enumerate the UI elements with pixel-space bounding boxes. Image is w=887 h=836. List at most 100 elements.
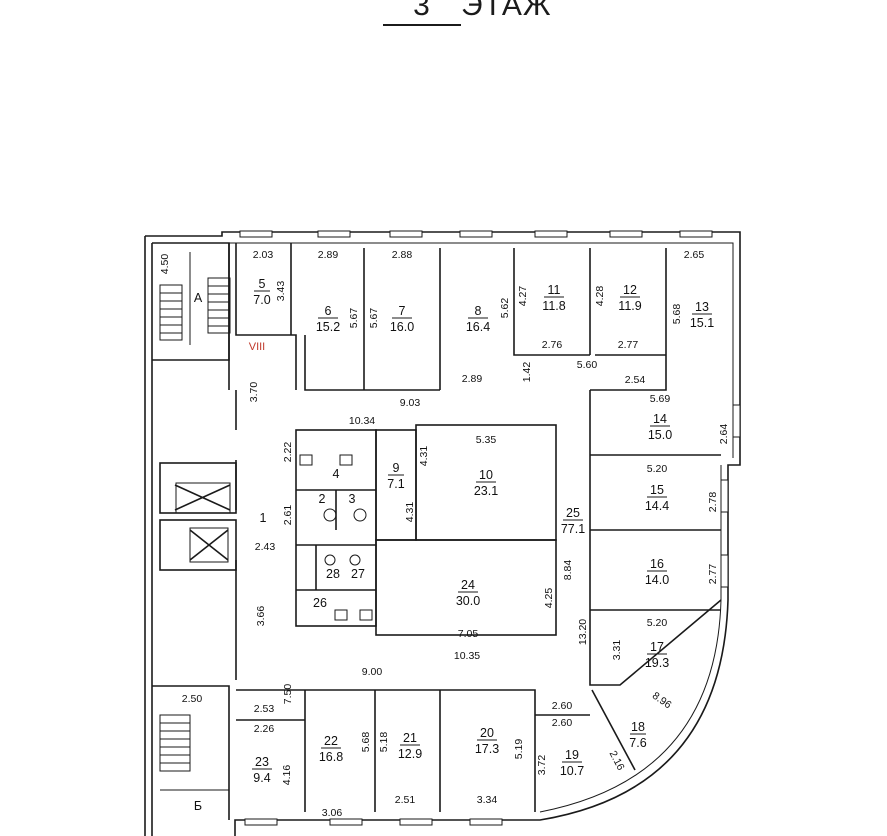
dim-label: 8.96: [650, 690, 674, 712]
room-8-number: 8: [475, 304, 482, 318]
dim-label: 2.89: [318, 249, 339, 261]
dim-label: 4.28: [594, 286, 606, 307]
dim-label: 2.65: [684, 249, 705, 261]
dim-label: 2.64: [718, 424, 730, 445]
room-8: 816.4: [466, 304, 490, 334]
floor-word: ЭТАЖ: [461, 0, 552, 22]
room-12-area: 11.9: [618, 299, 641, 313]
room-13: 13 15.1: [690, 300, 714, 330]
dim-label: 2.60: [552, 700, 573, 712]
dim-label: 4.25: [543, 588, 555, 609]
windows: [239, 230, 741, 826]
room-13-area: 15.1: [690, 316, 714, 330]
label-room-4: 4: [333, 467, 340, 481]
room-22-area: 16.8: [319, 750, 343, 764]
room-18-area: 7.6: [629, 736, 646, 750]
room-9-number: 9: [393, 461, 400, 475]
corridor-left: [159, 390, 237, 680]
room-14-number: 14: [653, 412, 667, 426]
dim-label: 5.18: [378, 732, 390, 753]
dim-label: 5.20: [647, 617, 668, 629]
room-19-area: 10.7: [560, 764, 584, 778]
room-6: 615.2: [316, 304, 340, 334]
dim-label: 8.84: [562, 560, 574, 581]
room-11-number: 11: [548, 283, 561, 297]
axis-mark: VIII: [249, 341, 266, 353]
room-5: 57.0: [253, 277, 270, 307]
label-room-28: 28: [326, 567, 340, 581]
room-15-area: 14.4: [645, 499, 669, 513]
room-5-area: 7.0: [253, 293, 270, 307]
room-22-number: 22: [324, 734, 338, 748]
dim-label: 2.60: [552, 717, 573, 729]
dim-label: 2.53: [254, 703, 275, 715]
dim-label: 2.88: [392, 249, 413, 261]
dim-label: 5.68: [671, 304, 683, 325]
dim-label: 4.50: [159, 254, 171, 275]
dim-label: 2.43: [255, 541, 276, 553]
room-21-area: 12.9: [398, 747, 422, 761]
dim-label: 3.66: [255, 606, 267, 627]
dim-label: 2.26: [254, 723, 275, 735]
outer-wall-inner: [229, 242, 734, 813]
room-23: 239.4: [252, 755, 272, 785]
single-labels: 4 2 3 1 28 27 26 А Б VIII: [194, 291, 365, 813]
dim-label: 5.62: [499, 298, 511, 319]
room-6-number: 6: [325, 304, 332, 318]
dim-label: 2.51: [395, 794, 416, 806]
room-18: 187.6: [629, 720, 646, 750]
dim-label: 5.68: [360, 732, 372, 753]
dim-label: 13.20: [577, 619, 589, 645]
label-stair-a: А: [194, 291, 203, 305]
outer-wall: [144, 231, 741, 836]
dim-label: 4.27: [517, 286, 529, 307]
south-rooms: [236, 689, 590, 812]
label-room-27: 27: [351, 567, 365, 581]
label-room-2: 2: [319, 492, 326, 506]
dim-label: 3.31: [611, 640, 623, 661]
room-15-number: 15: [650, 483, 664, 497]
room-17-area: 19.3: [645, 656, 669, 670]
dim-label: 3.34: [477, 794, 498, 806]
dim-label: 9.03: [400, 397, 421, 409]
dim-label: 3.43: [275, 281, 287, 302]
dim-label: 3.70: [248, 382, 260, 403]
room-15: 15 14.4: [645, 483, 669, 513]
label-room-26: 26: [313, 596, 327, 610]
room-23-area: 9.4: [253, 771, 270, 785]
dim-label: 5.69: [650, 393, 671, 405]
room-24-area: 30.0: [456, 594, 480, 608]
floor-number: 3: [383, 0, 461, 26]
dim-label: 10.34: [349, 415, 375, 427]
central-core: [295, 424, 557, 636]
room-7-area: 16.0: [390, 320, 414, 334]
dim-label: 2.50: [182, 693, 203, 705]
north-rooms: [228, 243, 667, 391]
room-5-number: 5: [259, 277, 266, 291]
dim-label: 2.16: [607, 749, 627, 773]
room-13-number: 13: [695, 300, 709, 314]
room-17: 17 19.3: [645, 640, 669, 670]
room-17-number: 17: [650, 640, 664, 654]
room-24-number: 24: [461, 578, 475, 592]
label-room-3: 3: [349, 492, 356, 506]
room-25-area: 77.1: [561, 522, 585, 536]
room-16-number: 16: [650, 557, 664, 571]
room-8-area: 16.4: [466, 320, 490, 334]
dim-label: 3.72: [536, 755, 548, 776]
stair-a-steps: [159, 252, 231, 345]
room-20-area: 17.3: [475, 742, 499, 756]
dim-label: 2.89: [462, 373, 483, 385]
stair-b-steps: [159, 714, 229, 791]
stair-b: [152, 685, 230, 820]
room-10-area: 23.1: [474, 484, 498, 498]
